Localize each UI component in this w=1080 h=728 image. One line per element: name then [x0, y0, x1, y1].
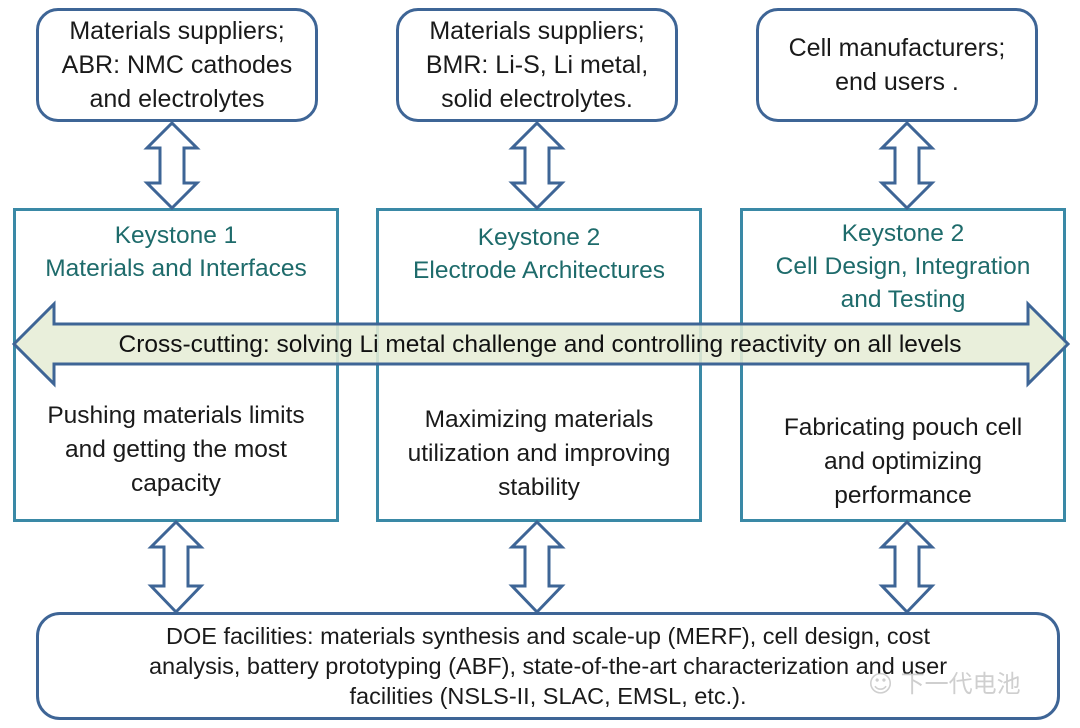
top-box-cell-manufacturers: Cell manufacturers; end users .: [756, 8, 1038, 122]
chat-bubble-icon: ☺: [868, 670, 894, 698]
keystone-title: Keystone 1 Materials and Interfaces: [45, 222, 307, 282]
top-box-text: Materials suppliers; ABR: NMC cathodes a…: [61, 17, 293, 113]
keystone-description: Maximizing materials utilization and imp…: [407, 406, 671, 501]
watermark: ☺ 下一代电池: [868, 664, 1021, 699]
vertical-double-arrow-icon: [878, 519, 936, 615]
top-box-text: Materials suppliers; BMR: Li-S, Li metal…: [425, 17, 649, 113]
doe-facilities-box: DOE facilities: materials synthesis and …: [36, 612, 1060, 720]
vertical-double-arrow-icon: [147, 519, 205, 615]
vertical-double-arrow-icon: [878, 120, 936, 211]
vertical-double-arrow-icon: [508, 120, 566, 211]
keystone-box-3: Keystone 2 Cell Design, Integration and …: [740, 208, 1066, 522]
keystone-description: Fabricating pouch cell and optimizing pe…: [783, 414, 1023, 509]
keystone-title: Keystone 2 Electrode Architectures: [413, 224, 665, 284]
watermark-text: 下一代电池: [900, 670, 1021, 698]
vertical-double-arrow-icon: [143, 120, 201, 211]
vertical-double-arrow-icon: [508, 519, 566, 615]
top-box-materials-abr: Materials suppliers; ABR: NMC cathodes a…: [36, 8, 318, 122]
keystone-title: Keystone 2 Cell Design, Integration and …: [775, 220, 1031, 313]
cross-cutting-label: Cross-cutting: solving Li metal challeng…: [118, 331, 962, 358]
doe-facilities-text: DOE facilities: materials synthesis and …: [148, 623, 948, 709]
top-box-text: Cell manufacturers; end users .: [788, 34, 1006, 96]
cross-cutting-double-arrow-icon: [11, 300, 1071, 388]
top-box-materials-bmr: Materials suppliers; BMR: Li-S, Li metal…: [396, 8, 678, 122]
keystone-description: Pushing materials limits and getting the…: [47, 402, 305, 497]
